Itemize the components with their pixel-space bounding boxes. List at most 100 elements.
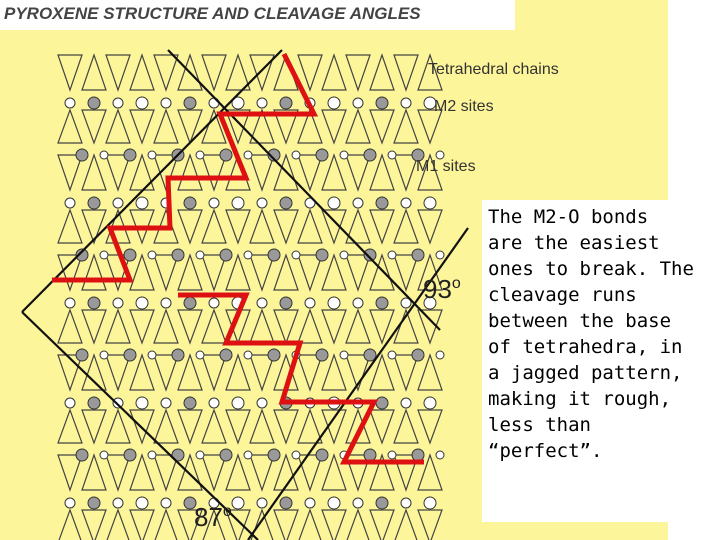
tetrahedron	[321, 253, 347, 291]
explanation-line: ones to break. The	[488, 258, 694, 280]
angle-87-label: 87o	[194, 502, 232, 533]
m2-site	[64, 97, 76, 109]
tetrahedron	[58, 508, 82, 540]
tetrahedron	[177, 209, 203, 245]
m2-site	[327, 196, 341, 210]
cleavage-lines	[21, 49, 469, 540]
tetrahedron	[298, 508, 322, 540]
m2-site	[327, 296, 341, 310]
m2-site	[112, 197, 124, 209]
tetrahedron	[201, 208, 227, 244]
tetrahedron	[57, 454, 83, 492]
tetrahedron	[57, 408, 83, 444]
tetrahedron	[393, 254, 419, 292]
red-cleavage-path	[52, 52, 319, 283]
tetrahedron	[129, 409, 155, 445]
cleavage-plane-line	[167, 49, 441, 331]
tetrahedron	[177, 353, 203, 391]
m1-site	[315, 148, 329, 162]
tetrahedron	[153, 254, 179, 292]
m1-sites-label: M1 sites	[416, 158, 476, 175]
m1-site	[75, 448, 89, 462]
m1-site	[195, 250, 205, 260]
tetrahedron	[105, 354, 131, 392]
tetrahedron	[273, 509, 299, 540]
tetrahedron	[369, 509, 395, 540]
m2-site	[160, 397, 172, 409]
m2-site	[64, 297, 76, 309]
m1-site	[75, 248, 89, 262]
m1-site	[315, 448, 329, 462]
m2-site	[352, 97, 364, 109]
m2-site	[208, 197, 220, 209]
m1-site	[339, 150, 349, 160]
m2-site	[423, 96, 437, 110]
tetrahedron	[201, 454, 227, 492]
tetrahedron	[201, 408, 227, 444]
tetrahedron	[393, 454, 419, 492]
m1-site	[195, 150, 205, 160]
tetrahedron	[129, 109, 155, 145]
m2-site	[352, 197, 364, 209]
tetrahedron	[57, 154, 83, 192]
m1-site	[411, 448, 425, 462]
tetrahedron	[225, 209, 251, 245]
m1-site	[171, 348, 185, 362]
m1-site	[147, 350, 157, 360]
m2-site	[423, 296, 437, 310]
m1-site	[195, 450, 205, 460]
tetrahedron	[369, 209, 395, 245]
explanation-line: of tetrahedra, in	[488, 336, 683, 358]
tetrahedron	[417, 353, 443, 391]
m2-site	[135, 496, 149, 510]
tetrahedron	[417, 453, 443, 491]
m2-sites-label: M2 sites	[434, 98, 494, 115]
m2-site	[208, 397, 220, 409]
tetrahedron	[345, 308, 371, 344]
m1-site	[291, 450, 301, 460]
m2-site	[64, 397, 76, 409]
tetrahedron	[177, 53, 203, 91]
tetrahedron	[202, 508, 226, 540]
tetrahedron	[81, 209, 107, 245]
m2-site	[160, 497, 172, 509]
tetrahedron	[177, 109, 203, 145]
explanation-line: The M2-O bonds	[488, 206, 649, 228]
tetrahedron	[201, 54, 227, 92]
m1-site	[219, 448, 233, 462]
m2-site	[256, 197, 268, 209]
m1-site	[75, 148, 89, 162]
tetrahedron	[321, 53, 347, 91]
m2-site	[256, 297, 268, 309]
tetrahedron	[201, 254, 227, 292]
tetrahedron	[321, 509, 347, 540]
tetrahedron	[225, 409, 251, 445]
tetrahedron	[105, 54, 131, 92]
tetrahedron	[249, 54, 275, 92]
m2-site	[231, 496, 245, 510]
cleavage-plane-line	[247, 227, 469, 540]
m1-site	[363, 448, 377, 462]
tetrahedron	[249, 308, 275, 344]
m2-site	[423, 396, 437, 410]
tetrahedron	[417, 509, 443, 540]
tetrahedron	[249, 454, 275, 492]
tetrahedron	[273, 209, 299, 245]
tetrahedron	[81, 253, 107, 291]
m1-site	[267, 348, 281, 362]
m2-site	[135, 296, 149, 310]
tetrahedron	[129, 53, 155, 91]
m2-site	[375, 396, 389, 410]
m2-site	[375, 496, 389, 510]
tetrahedron	[249, 154, 275, 192]
tetrahedron	[417, 153, 443, 191]
tetrahedron	[393, 308, 419, 344]
tetrahedron	[369, 153, 395, 191]
m1-site	[267, 448, 281, 462]
tetrahedron	[81, 509, 107, 540]
m1-site	[219, 348, 233, 362]
tetrahedron	[106, 508, 130, 540]
tetrahedron	[177, 253, 203, 291]
m2-site	[160, 297, 172, 309]
tetrahedron	[369, 109, 395, 145]
